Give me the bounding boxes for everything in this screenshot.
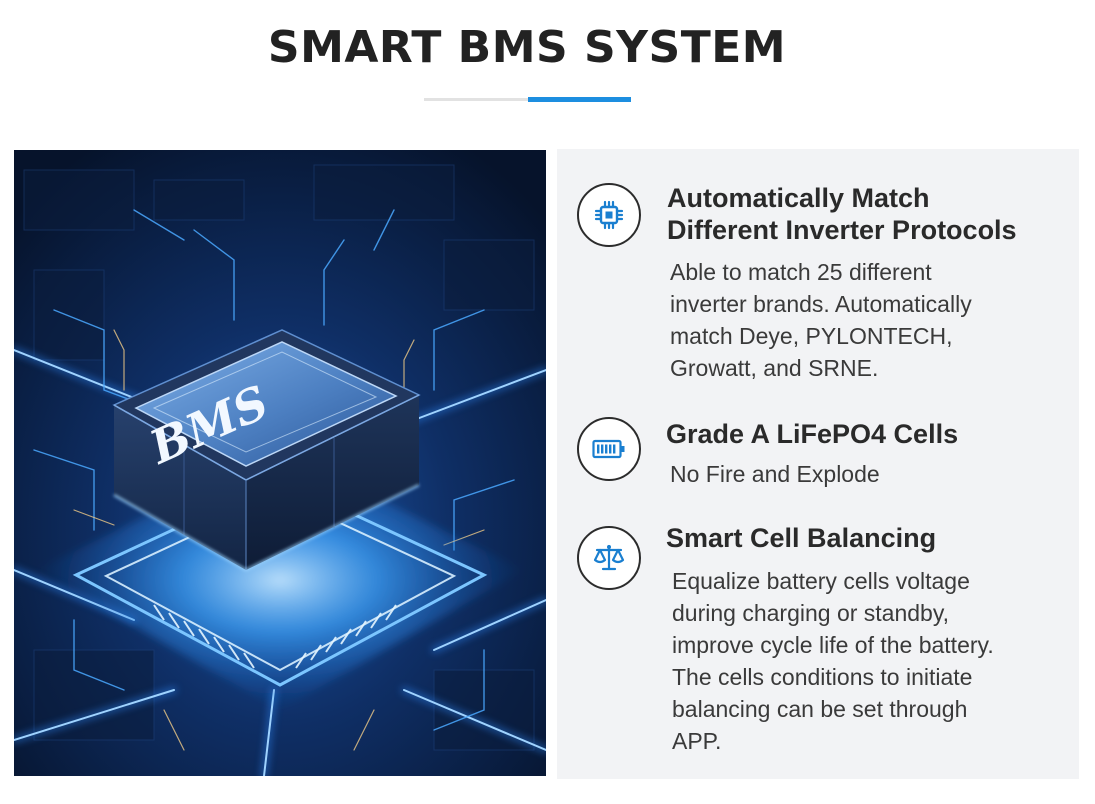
feature-description: improve cycle life of the battery. <box>672 632 994 658</box>
battery-icon <box>592 439 625 459</box>
feature-panel: Automatically Match Different Inverter P… <box>557 149 1079 779</box>
battery-icon-circle <box>577 417 641 481</box>
page-title: SMART BMS SYSTEM <box>267 22 787 73</box>
feature-description: Able to match 25 different <box>670 259 932 285</box>
balance-scale-icon <box>593 544 625 571</box>
title-underline <box>424 97 631 102</box>
feature-description: inverter brands. Automatically <box>670 291 972 317</box>
balance-scale-icon-circle <box>577 526 641 590</box>
feature-description: match Deye, PYLONTECH, <box>670 323 953 349</box>
title-underline-gray <box>424 98 528 101</box>
title-underline-accent <box>528 97 631 102</box>
feature-description: during charging or standby, <box>672 600 950 626</box>
feature-title: Grade A LiFePO4 Cells <box>666 419 959 449</box>
feature-cell-balancing: Smart Cell Balancing Equalize battery ce… <box>557 509 1079 769</box>
feature-description: balancing can be set through <box>672 696 968 722</box>
feature-description: APP. <box>672 728 722 754</box>
bms-chip-graphic: BMS <box>14 150 546 776</box>
feature-description: The cells conditions to initiate <box>672 664 973 690</box>
feature-title: Automatically Match <box>667 183 930 213</box>
feature-description: Equalize battery cells voltage <box>672 568 970 594</box>
feature-description: Growatt, and SRNE. <box>670 355 879 381</box>
feature-lifepo4-cells: Grade A LiFePO4 Cells No Fire and Explod… <box>557 399 1079 499</box>
bms-chip-illustration: BMS <box>14 150 546 776</box>
feature-description: No Fire and Explode <box>670 461 880 487</box>
feature-title: Smart Cell Balancing <box>666 523 937 553</box>
feature-inverter-protocols: Automatically Match Different Inverter P… <box>557 149 1079 389</box>
chip-icon-circle <box>577 183 641 247</box>
feature-title: Different Inverter Protocols <box>667 215 1017 245</box>
chip-icon <box>594 200 624 230</box>
